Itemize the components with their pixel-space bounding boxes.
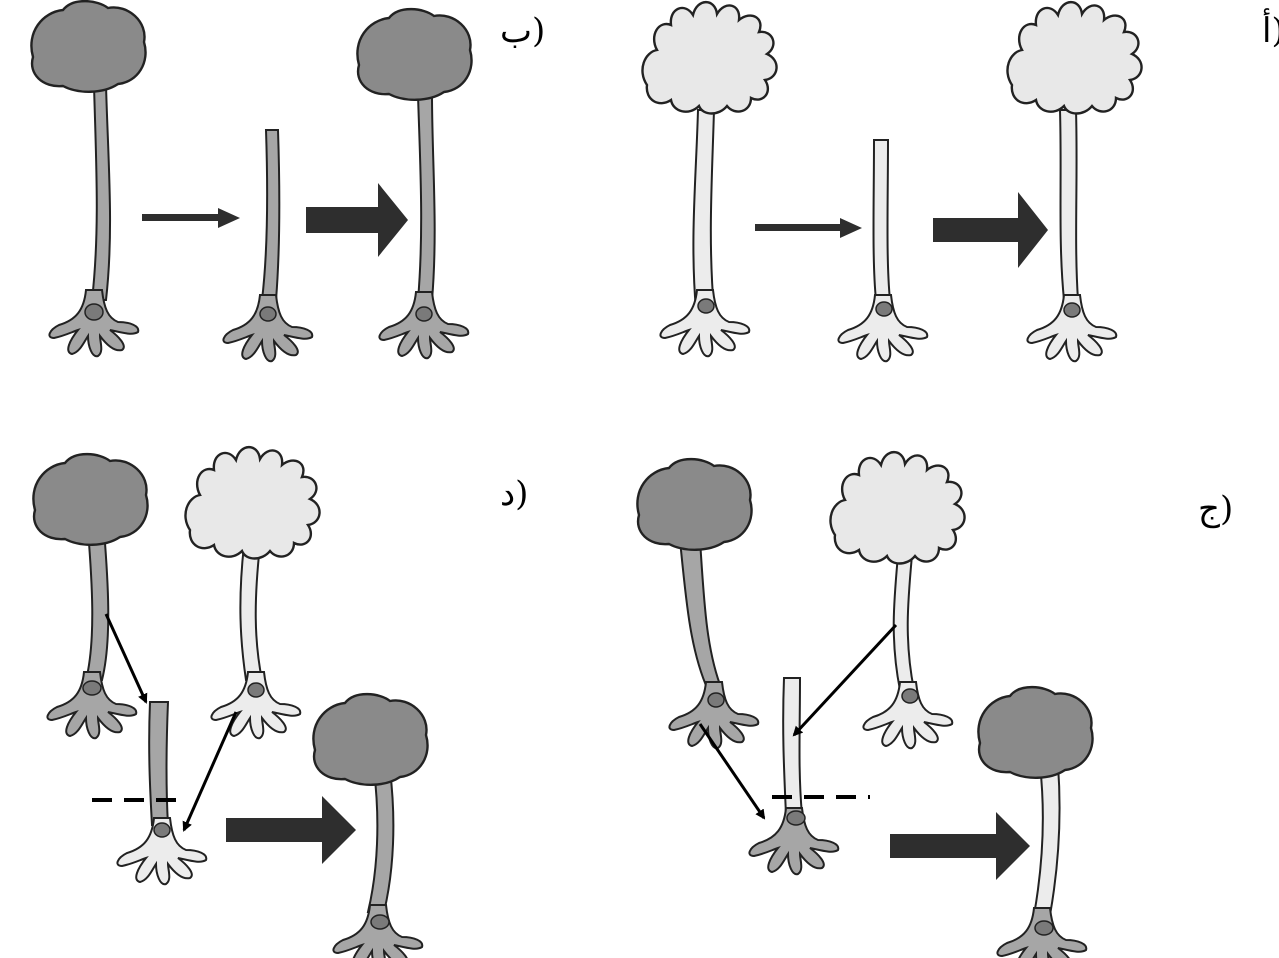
panel-label-a: أ): [1262, 8, 1279, 51]
light-alga: [830, 452, 964, 748]
light-alga: [185, 447, 319, 738]
panel-label-c: ج): [1198, 489, 1233, 529]
panel-a: أ): [642, 2, 1279, 361]
nucleus: [154, 823, 170, 837]
nucleus: [260, 307, 276, 321]
transfer-arrow: [184, 712, 236, 830]
nucleus: [248, 683, 264, 697]
panel-c: ج): [637, 452, 1233, 958]
grafted-stalk: [749, 678, 870, 874]
light-alga: [642, 2, 776, 356]
nucleus: [698, 299, 714, 313]
nucleus: [876, 302, 892, 316]
regenerated-light-alga: [1007, 2, 1141, 361]
dark-alga: [33, 454, 147, 738]
panel-b: ب): [31, 1, 545, 361]
panel-label-b: ب): [500, 11, 545, 51]
nucleus: [371, 915, 389, 929]
regenerated-dark-alga: [357, 9, 471, 358]
arrow-thick: [226, 796, 356, 864]
nucleus: [1064, 303, 1080, 317]
regenerated-dark-alga: [978, 687, 1092, 958]
arrow-thick: [306, 183, 408, 257]
arrow-thin: [142, 208, 240, 228]
nucleus: [416, 307, 432, 321]
dark-alga: [31, 1, 145, 356]
arrow-thick: [933, 192, 1048, 268]
panel-d: د): [33, 447, 528, 958]
stalk-without-cap: [223, 130, 312, 361]
nucleus: [83, 681, 101, 695]
dark-alga: [637, 459, 758, 748]
nucleus: [1035, 921, 1053, 935]
nucleus: [85, 304, 103, 320]
panel-label-d: د): [500, 474, 528, 514]
nucleus: [787, 811, 805, 825]
nucleus: [708, 693, 724, 707]
nucleus: [902, 689, 918, 703]
arrow-thin: [755, 218, 862, 238]
arrow-thick: [890, 812, 1030, 880]
transfer-arrow: [106, 614, 146, 702]
stalk-without-cap: [838, 140, 927, 361]
